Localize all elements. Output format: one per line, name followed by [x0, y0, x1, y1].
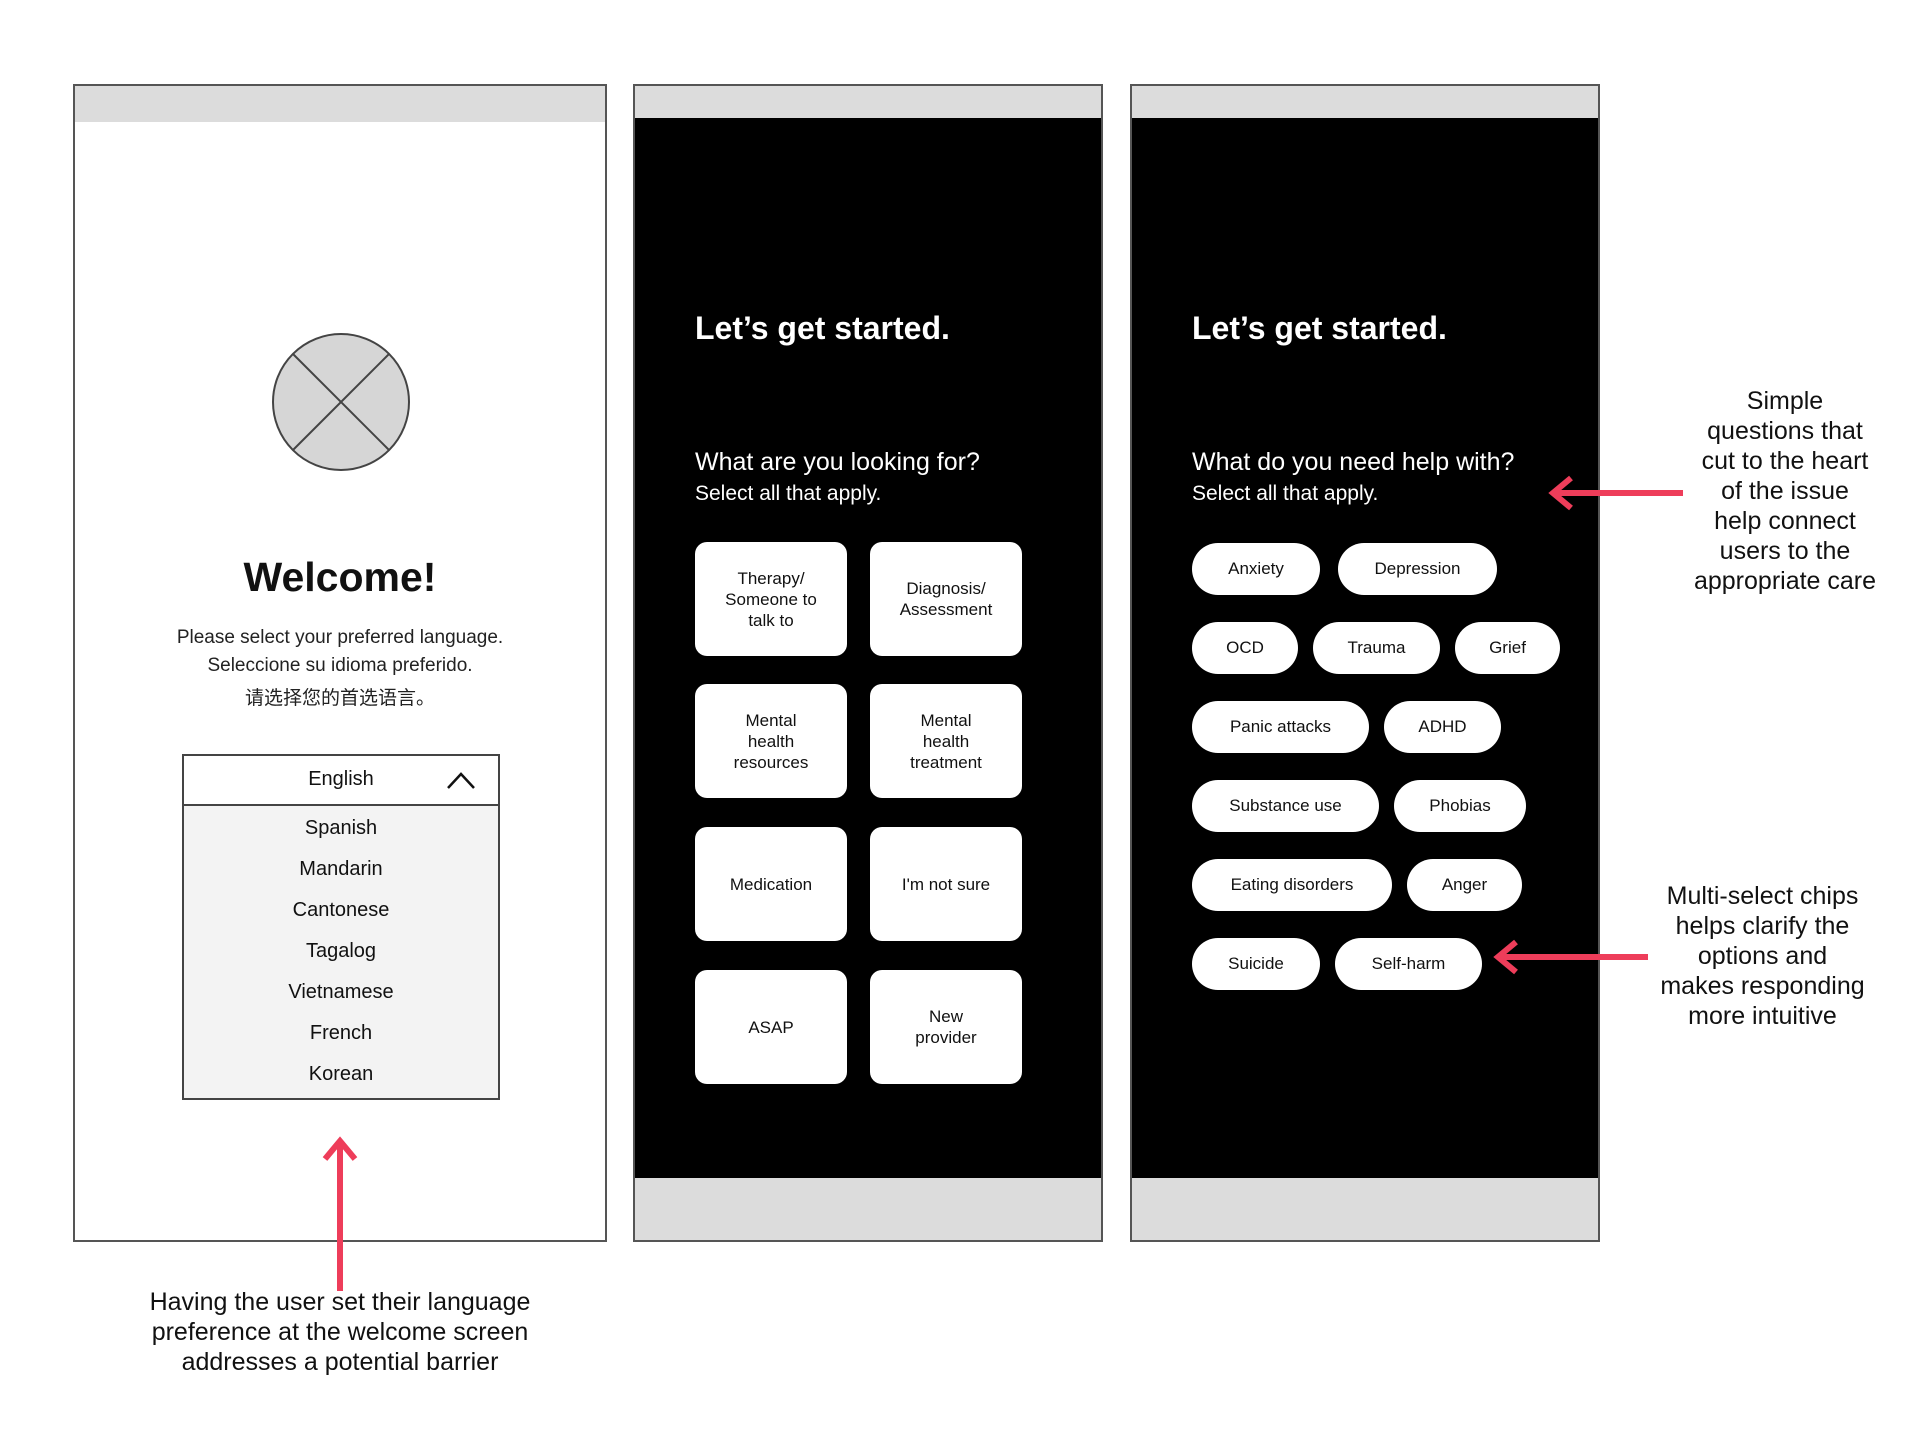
chip-self-harm[interactable]: Self-harm	[1335, 938, 1482, 990]
option-card[interactable]: I'm not sure	[870, 827, 1022, 941]
help-with-screen: Let’s get started. What do you need help…	[1130, 84, 1600, 1242]
bottom-bar	[1132, 1178, 1598, 1240]
question-subtitle: Select all that apply.	[1192, 482, 1379, 505]
status-bar	[75, 86, 605, 122]
chip-ocd[interactable]: OCD	[1192, 622, 1298, 674]
chip-anxiety[interactable]: Anxiety	[1192, 543, 1320, 595]
language-option[interactable]: Vietnamese	[288, 981, 394, 1003]
chip-suicide[interactable]: Suicide	[1192, 938, 1320, 990]
language-option[interactable]: Mandarin	[299, 858, 383, 880]
welcome-screen: Welcome! Please select your preferred la…	[73, 84, 607, 1242]
prompt-spanish: Seleccione su idioma preferido.	[207, 655, 473, 676]
option-card[interactable]: Therapy/ Someone to talk to	[695, 542, 847, 656]
question-heading: What do you need help with?	[1192, 448, 1515, 476]
chips-annotation: Multi-select chips helps clarify the opt…	[1660, 882, 1865, 1030]
welcome-title: Welcome!	[243, 554, 437, 600]
option-card[interactable]: ASAP	[695, 970, 847, 1084]
language-option[interactable]: French	[309, 1022, 373, 1044]
question-subtitle: Select all that apply.	[695, 482, 882, 505]
status-bar	[1132, 86, 1598, 118]
arrow-left-icon	[1493, 939, 1648, 975]
language-option[interactable]: Tagalog	[305, 940, 377, 962]
prompt-english: Please select your preferred language.	[176, 627, 504, 648]
chip-panic-attacks[interactable]: Panic attacks	[1192, 701, 1369, 753]
status-bar	[635, 86, 1101, 118]
arrow-left-icon	[1548, 475, 1683, 511]
option-card[interactable]: Mental health treatment	[870, 684, 1022, 798]
language-dropdown[interactable]: English Spanish Mandarin Cantonese Tagal…	[182, 754, 500, 1100]
chevron-up-icon[interactable]	[446, 770, 476, 790]
option-card[interactable]: Mental health resources	[695, 684, 847, 798]
language-option[interactable]: Spanish	[304, 817, 378, 839]
screen-title: Let’s get started.	[1192, 310, 1447, 346]
language-annotation: Having the user set their language prefe…	[149, 1288, 531, 1376]
chip-depression[interactable]: Depression	[1338, 543, 1497, 595]
chip-eating-disorders[interactable]: Eating disorders	[1192, 859, 1392, 911]
chip-substance-use[interactable]: Substance use	[1192, 780, 1379, 832]
chip-anger[interactable]: Anger	[1407, 859, 1522, 911]
arrow-up-icon	[322, 1136, 358, 1291]
bottom-bar	[635, 1178, 1101, 1240]
logo-placeholder-icon	[272, 333, 410, 471]
question-heading: What are you looking for?	[695, 448, 980, 476]
option-card[interactable]: Medication	[695, 827, 847, 941]
option-card[interactable]: Diagnosis/ Assessment	[870, 542, 1022, 656]
language-option[interactable]: Cantonese	[292, 899, 390, 921]
looking-for-screen: Let’s get started. What are you looking …	[633, 84, 1103, 1242]
screen-title: Let’s get started.	[695, 310, 950, 346]
prompt-chinese: 请选择您的首选语言。	[244, 688, 435, 709]
language-option[interactable]: Korean	[308, 1063, 374, 1085]
chip-adhd[interactable]: ADHD	[1384, 701, 1501, 753]
chip-phobias[interactable]: Phobias	[1394, 780, 1526, 832]
chip-trauma[interactable]: Trauma	[1313, 622, 1440, 674]
chip-grief[interactable]: Grief	[1455, 622, 1560, 674]
option-card[interactable]: New provider	[870, 970, 1022, 1084]
questions-annotation: Simple questions that cut to the heart o…	[1693, 387, 1877, 595]
language-select[interactable]: English	[184, 756, 498, 806]
selected-language: English	[308, 768, 374, 790]
